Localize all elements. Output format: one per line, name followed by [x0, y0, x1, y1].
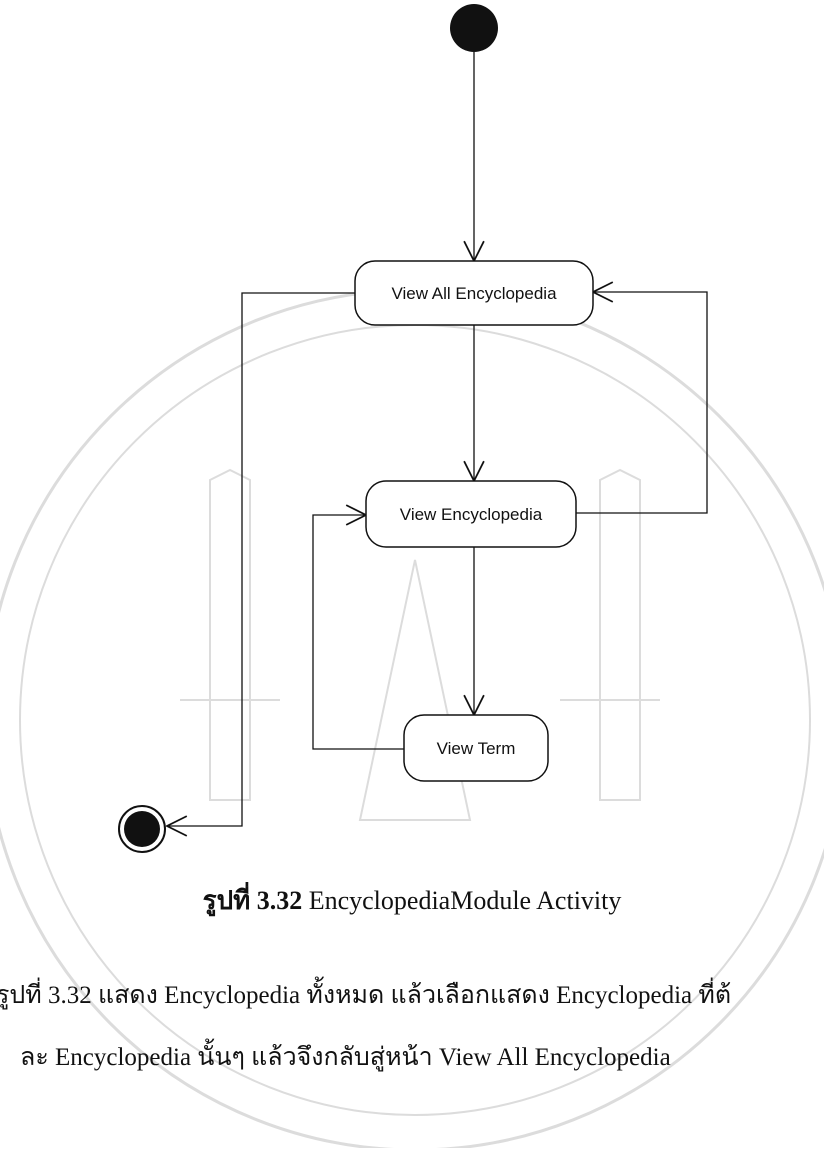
edge-view-term-back-to-view-encyclopedia — [312, 515, 404, 750]
action-view-all-encyclopedia: View All Encyclopedia — [354, 260, 594, 326]
paragraph-line-2: ละ Encyclopedia นั้นๆ แล้วจึงกลับสู่หน้า… — [20, 1044, 671, 1071]
action-label: View Term — [437, 739, 516, 758]
action-label: View Encyclopedia — [400, 505, 543, 524]
final-node — [118, 805, 166, 853]
figure-title: EncyclopediaModule Activity — [308, 886, 622, 915]
initial-node — [450, 4, 498, 52]
action-view-term: View Term — [403, 714, 549, 782]
figure-caption: รูปที่ 3.32 EncyclopediaModule Activity — [0, 880, 824, 921]
paragraph-line-1: รูปที่ 3.32 แสดง Encyclopedia ทั้งหมด แล… — [0, 982, 732, 1009]
action-label: View All Encyclopedia — [391, 284, 557, 303]
edge-view-all-to-final — [167, 292, 355, 826]
edges — [167, 52, 708, 826]
edge-view-encyclopedia-back-to-view-all — [576, 292, 708, 514]
action-view-encyclopedia: View Encyclopedia — [365, 480, 577, 548]
figure-number: รูปที่ 3.32 — [202, 886, 303, 915]
